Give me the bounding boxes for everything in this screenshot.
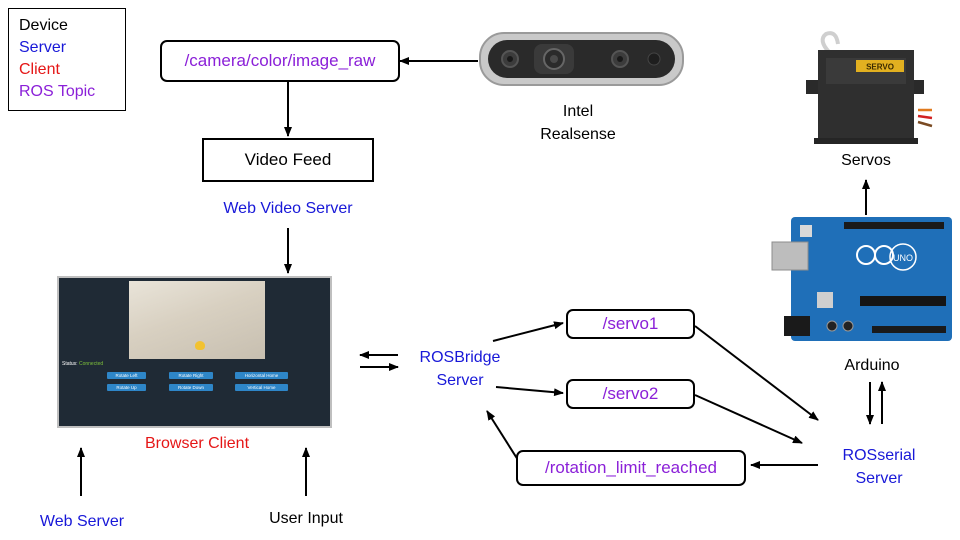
realsense-label-line2: Realsense xyxy=(540,126,616,143)
connection-status: Status: Connected xyxy=(62,361,103,367)
rosbridge-server-label: ROSBridge Server xyxy=(405,346,515,392)
rubber-duck-image xyxy=(195,341,205,350)
arduino-board-label: UNO xyxy=(893,253,913,263)
rosbridge-label-line2: Server xyxy=(436,372,484,389)
arduino-board-image: UNO xyxy=(771,217,952,341)
legend-client: Client xyxy=(19,61,60,78)
user-input-label: User Input xyxy=(269,510,343,527)
rotate-down-button[interactable]: Rotate Down xyxy=(169,384,213,391)
legend-server: Server xyxy=(19,39,67,56)
topic-servo2: /servo2 xyxy=(566,379,695,409)
vertical-home-button[interactable]: Vertical Home xyxy=(235,384,288,391)
topic-rotation-limit-reached: /rotation_limit_reached xyxy=(516,450,746,486)
legend-device: Device xyxy=(19,17,68,34)
topic-camera-color-image-raw: /camera/color/image_raw xyxy=(160,40,400,82)
video-feed-box: Video Feed xyxy=(202,138,374,182)
rosserial-label-line1: ROSserial xyxy=(842,447,916,464)
rosserial-label-line2: Server xyxy=(855,470,903,487)
rotate-right-button[interactable]: Rotate Right xyxy=(169,372,213,379)
arrow-rosbridge-to-servo1 xyxy=(492,321,564,342)
web-server-label: Web Server xyxy=(39,513,125,530)
realsense-label: Intel Realsense xyxy=(522,100,634,146)
topic-servo1: /servo1 xyxy=(566,309,695,339)
servo-sticker-text: SERVO xyxy=(866,63,894,72)
servo-image: SERVO xyxy=(806,31,933,144)
legend-ros-topic: ROS Topic xyxy=(19,83,96,100)
browser-client-label: Browser Client xyxy=(144,435,250,452)
arrow-rosbridge-to-servo2 xyxy=(495,386,564,397)
servos-label: Servos xyxy=(841,152,891,169)
arrow-servo1-to-rosserial xyxy=(694,325,819,421)
rosbridge-label-line1: ROSBridge xyxy=(419,349,501,366)
horizontal-home-button[interactable]: Horizontal Home xyxy=(235,372,288,379)
realsense-label-line1: Intel xyxy=(562,103,594,120)
realsense-camera-image xyxy=(479,32,684,86)
status-label: Status: xyxy=(62,361,78,367)
arduino-label: Arduino xyxy=(844,357,900,374)
rotate-left-button[interactable]: Rotate Left xyxy=(107,372,146,379)
arrow-rotation-limit-to-rosbridge xyxy=(486,410,519,461)
web-video-server-label: Web Video Server xyxy=(223,200,353,217)
status-value: Connected xyxy=(78,361,104,367)
arrow-servo2-to-rosserial xyxy=(694,394,803,444)
browser-client-screenshot: Status: Connected Rotate Left Rotate Rig… xyxy=(57,276,332,428)
video-feed-preview xyxy=(129,281,265,359)
rotate-up-button[interactable]: Rotate Up xyxy=(107,384,146,391)
legend-box: Device Server Client ROS Topic xyxy=(8,8,126,111)
rosserial-server-label: ROSserial Server xyxy=(824,444,934,490)
